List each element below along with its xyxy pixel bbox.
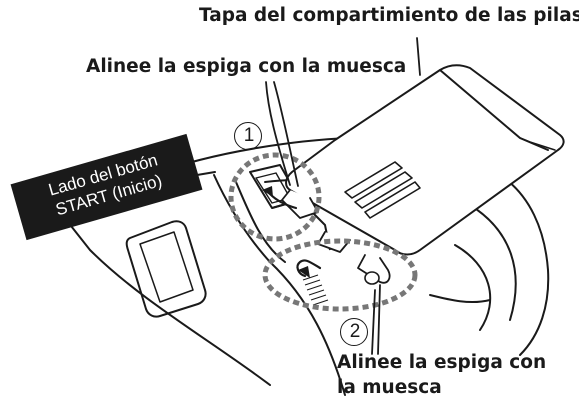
upper-arrowhead (262, 186, 273, 197)
leader-lines (265, 37, 421, 355)
highlight-circles (228, 152, 418, 312)
pin-bottom-label-line-2: la muesca (337, 377, 442, 398)
cover-leader-line (416, 37, 421, 76)
insert-arrows (262, 186, 322, 278)
pin-bottom-label-line-1: Alinee la espiga con (337, 352, 547, 373)
step-1-marker: 1 (234, 122, 264, 152)
lower-arrow (296, 259, 322, 278)
upper-notch-highlight (228, 152, 322, 242)
pin-bottom-leader-b (371, 289, 376, 355)
cover-label: Tapa del compartimiento de las pilas (199, 5, 579, 26)
pin-top-leader-b (273, 81, 299, 187)
battery-cover (281, 64, 565, 285)
body-slot (125, 220, 207, 318)
pin-bottom-leader-a (377, 284, 381, 355)
pin-hatching (302, 274, 329, 306)
pin-top-leader-a (265, 81, 291, 186)
step-2-ring (340, 318, 368, 346)
step-2-marker: 2 (340, 318, 370, 348)
lower-arrowhead (298, 266, 310, 278)
lower-pin-highlight (262, 238, 418, 312)
pin-bottom-label: Alinee la espiga con la muesca (337, 350, 546, 400)
step-1-ring (234, 122, 262, 150)
pin-top-label: Alinee la espiga con la muesca (86, 56, 407, 77)
